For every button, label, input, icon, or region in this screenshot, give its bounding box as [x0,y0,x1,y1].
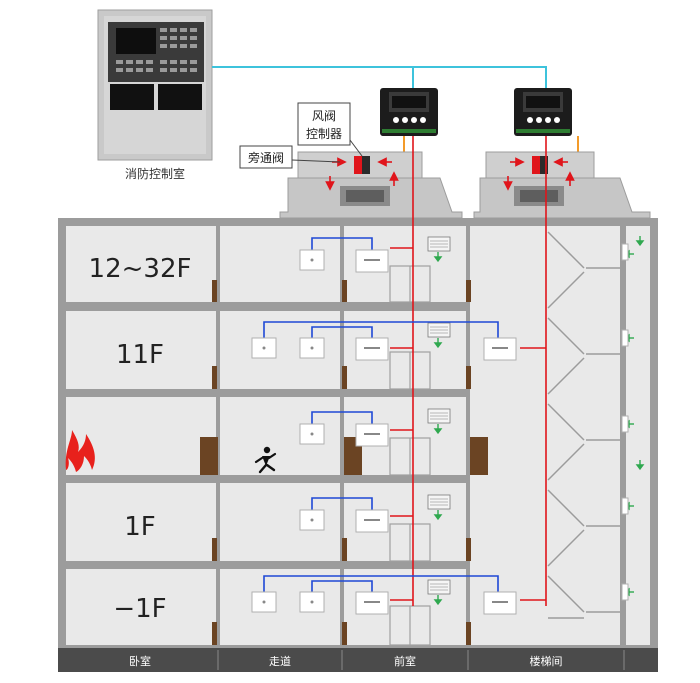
damper-controller-label-line2: 控制器 [306,127,342,141]
damper-controller-label-line1: 风阀 [312,109,336,123]
red-control-wires [390,136,547,606]
damper-controller-left [380,88,438,136]
bypass-valve-label: 旁通阀 [248,150,284,165]
rooftop-fan-right [473,151,651,219]
doors [200,280,488,645]
stairs [547,231,620,619]
column-label-bedroom: 卧室 [129,654,151,668]
damper-controller-right [514,88,572,136]
fire-control-panel [97,9,213,161]
exit-runner-icon [254,446,277,474]
column-header-bar [58,648,658,672]
rooftop-fan-left [279,151,463,219]
floor-label-11: 11F [116,340,164,370]
elevator-doors [389,265,431,646]
floor-label-12-32: 12~32F [89,254,192,284]
fan-flow-arrows [325,157,575,191]
damper-controller-callout: 风阀 控制器 [297,102,363,157]
shaft-inlets [621,243,629,601]
blue-bus-wires [263,237,499,592]
floor-label-1: 1F [124,512,156,542]
column-label-front-room: 前室 [394,654,416,668]
column-label-stairwell: 楼梯间 [530,654,563,668]
floor-label-minus-1: −1F [113,594,166,624]
fire-icon [65,430,95,472]
bedroom-door-open [200,437,218,475]
signal-line [212,66,547,88]
bypass-valve-callout: 旁通阀 [239,145,341,169]
stair-door-open [470,437,488,475]
column-label-corridor: 走道 [269,654,291,668]
control-room-caption: 消防控制室 [125,166,185,181]
detector-modules [251,249,517,615]
